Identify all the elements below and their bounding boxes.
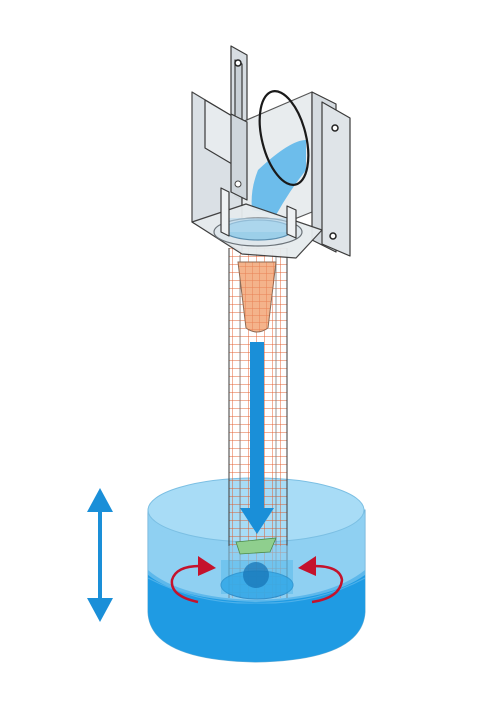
rotation-arrow-right-icon	[311, 564, 344, 604]
filter-cone	[237, 261, 277, 333]
tank-front-water	[148, 512, 365, 602]
rotation-arrowhead-left	[198, 556, 216, 576]
impeller	[243, 562, 269, 588]
leaf	[235, 537, 277, 555]
vertical-double-arrow-icon	[87, 488, 113, 622]
rotation-arrow-left-icon	[170, 564, 201, 604]
bolt-hole	[234, 180, 242, 188]
tank-deep-water	[148, 570, 365, 662]
oval-window	[258, 90, 310, 186]
bolt-hole	[331, 124, 339, 132]
downward-flow-arrow-icon	[240, 342, 274, 534]
bolt-hole	[234, 59, 242, 67]
bolt-hole	[329, 232, 337, 240]
rotation-arrowhead-right	[298, 556, 316, 576]
top-frame	[191, 45, 351, 259]
